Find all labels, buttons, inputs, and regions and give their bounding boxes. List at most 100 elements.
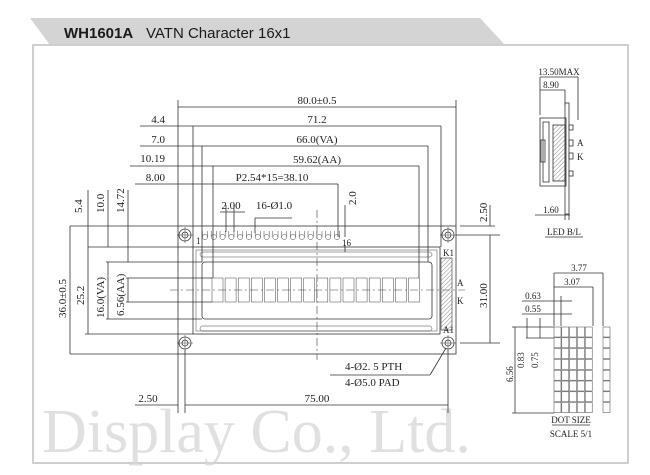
pixel-dot: [569, 369, 577, 381]
pin-trace: [298, 231, 305, 237]
dim-25-2: 25.2: [75, 286, 87, 305]
lcd-module-front: [170, 210, 465, 360]
pin-16-label: 16: [342, 238, 352, 248]
pixel-dot: [553, 326, 562, 338]
character-cell: [342, 277, 355, 303]
dot-dim-3-07: 3.07: [564, 277, 580, 287]
dot-dim-6-56: 6.56: [505, 366, 515, 382]
character-cell: [264, 277, 276, 303]
watermark: Display Co., Ltd.: [42, 398, 471, 466]
pixel-dot: [584, 380, 593, 392]
dim-36: 36.0±0.5: [57, 278, 69, 318]
dim-5-4: 5.4: [73, 199, 85, 213]
pixel-dot: [584, 359, 593, 370]
header-description: VATN Character 16x1: [146, 25, 291, 42]
pixel-dot: [602, 348, 611, 359]
pixel-dot: [569, 337, 577, 349]
pin-trace: [254, 231, 261, 237]
pin-pad: [202, 234, 208, 240]
dim-75: 75.00: [305, 393, 330, 405]
dot-dim-0-55: 0.55: [525, 304, 541, 314]
pin-holes-note: 16-Ø1.0: [256, 200, 293, 212]
top-dimension-lines: [69, 100, 500, 413]
pixel-dot: [561, 337, 570, 349]
hole-note-pad: 4-Ø5.0 PAD: [345, 377, 400, 389]
pixel-dot: [561, 391, 570, 403]
character-cell: [382, 277, 394, 303]
character-cell: [316, 277, 329, 303]
dim-80: 80.0±0.5: [297, 95, 337, 107]
pixel-dot: [553, 402, 562, 413]
pixel-dot: [602, 369, 611, 381]
pixel-dot: [577, 348, 585, 359]
pixel-dot: [584, 391, 593, 403]
pixel-dot: [577, 402, 585, 413]
character-cell: [355, 277, 368, 303]
hole-centerline: [177, 227, 193, 243]
dim-31-00: 31.00: [478, 283, 490, 308]
pixel-dot: [602, 380, 611, 392]
pixel-dot: [602, 391, 611, 403]
pixel-dot: [561, 326, 570, 338]
dim-4-4: 4.4: [151, 114, 165, 126]
dot-dim-0-83: 0.83: [516, 352, 526, 368]
side-label-k: K: [577, 152, 584, 162]
side-pcb: 1.60: [543, 205, 559, 215]
dot-dim-0-63: 0.63: [525, 291, 541, 301]
pixel-dot: [569, 402, 577, 413]
pin-trace: [237, 231, 244, 237]
pin-trace: [334, 231, 340, 237]
pin-pad: [228, 234, 235, 240]
pixel-dot: [569, 380, 577, 392]
pin-pad: [334, 234, 340, 240]
pin-trace: [228, 231, 235, 237]
dim-8-00: 8.00: [146, 172, 166, 184]
pixel-dot: [553, 337, 562, 349]
pixel-dot: [553, 380, 562, 392]
character-cell: [251, 277, 263, 303]
pixel-dot: [577, 380, 585, 392]
pixel-dot: [569, 359, 577, 370]
pin-pad: [316, 234, 323, 240]
pin-trace: [316, 231, 323, 237]
pin-pad: [219, 234, 226, 240]
label-a1: A1: [443, 325, 454, 335]
pin-trace: [281, 231, 288, 237]
pin-trace: [272, 231, 279, 237]
pixel-dot: [584, 348, 593, 359]
character-cell: [211, 277, 224, 303]
pin-pad: [281, 234, 288, 240]
pin-pad: [325, 234, 332, 240]
dot-caption-1: DOT SIZE: [551, 415, 591, 425]
hole-centerline: [440, 227, 456, 243]
pin-trace: [202, 231, 208, 237]
pin-pad: [307, 234, 314, 240]
pixel-dot: [569, 326, 577, 338]
dim-71-2: 71.2: [307, 114, 326, 126]
pixel-dot: [602, 326, 611, 338]
dim-16-va: 16.0(VA): [95, 277, 107, 318]
dim-pitch-total: P2.54*15=38.10: [236, 172, 309, 184]
character-cell: [237, 277, 250, 303]
frame: [32, 44, 629, 464]
dim-2-50-bottom: 2.50: [138, 393, 158, 405]
pixel-dot: [553, 348, 562, 359]
pixel-dot: [577, 326, 585, 338]
character-cell: [408, 277, 420, 303]
dot-dim-3-77: 3.77: [571, 263, 587, 273]
side-label-a: A: [577, 138, 584, 148]
pin-trace: [219, 231, 226, 237]
pin-pad: [263, 234, 270, 240]
label-k1: K1: [443, 248, 454, 258]
pin-trace: [246, 231, 252, 237]
pixel-dot: [577, 337, 585, 349]
pin-1-label: 1: [196, 236, 201, 246]
pixel-dot: [577, 359, 585, 370]
dot-detail: [512, 272, 611, 426]
pixel-dot: [561, 359, 570, 370]
pin-trace: [290, 231, 296, 237]
side-view: [535, 76, 583, 238]
character-cell: [395, 277, 407, 303]
pixel-dot: [584, 326, 593, 338]
